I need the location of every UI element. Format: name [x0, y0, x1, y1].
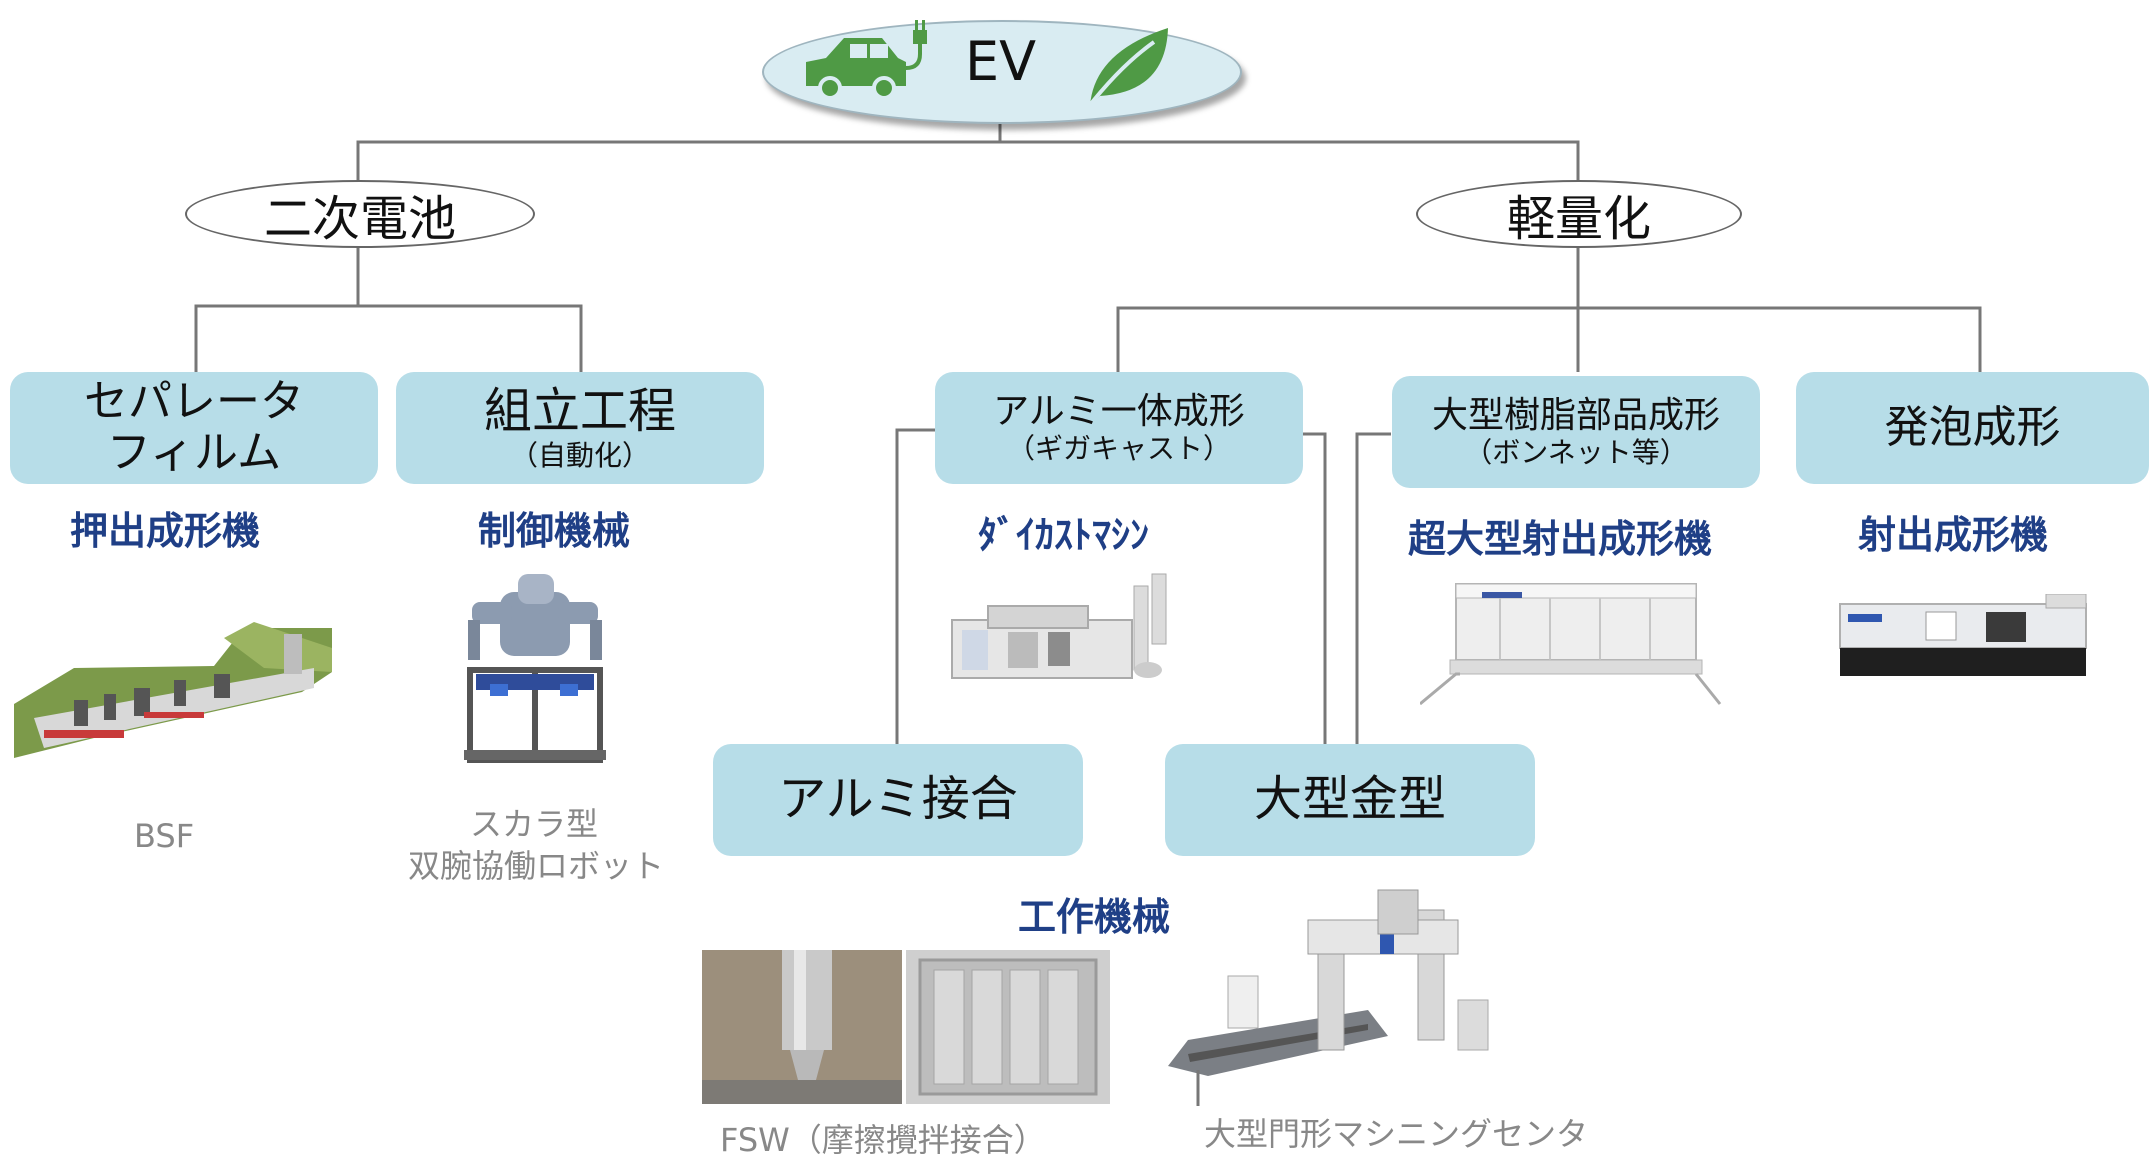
gantry-machining-center-image	[1168, 889, 1489, 1106]
branch-weight-reduction: 軽量化	[1416, 180, 1742, 248]
caption-scara-type: スカラ型	[470, 805, 599, 843]
box-alumi-joining-line1: アルミ接合	[778, 771, 1018, 828]
caption-gantry-machining-center: 大型門形マシニングセンタ	[1204, 1115, 1589, 1153]
box-assembly-line1: 組立工程	[483, 383, 676, 440]
bsf-extrusion-line-image	[14, 622, 332, 758]
box-resin-line1: 大型樹脂部品成形	[1431, 395, 1720, 437]
car-plug-icon	[806, 20, 927, 98]
caption-fsw: FSW（摩擦攪拌接合）	[720, 1121, 1046, 1159]
box-foam-molding: 発泡成形	[1796, 372, 2149, 484]
category-extrusion-machine: 押出成形機	[70, 509, 261, 553]
box-aluminum-joining: アルミ接合	[713, 744, 1083, 856]
box-alumi-casting-line2: （ギガキャスト）	[1006, 431, 1231, 465]
die-casting-machine-image	[951, 573, 1167, 679]
injection-molding-machine-image	[1839, 594, 2087, 676]
box-foam-line1: 発泡成形	[1884, 401, 2061, 453]
leaf-icon	[1084, 28, 1168, 110]
box-separator-line1: セパレータ	[84, 376, 304, 428]
category-injection-molding-machine: 射出成形機	[1858, 513, 2049, 557]
box-assembly-line2: （自動化）	[509, 438, 650, 472]
category-machine-tool: 工作機械	[1018, 895, 1171, 939]
box-separator-line2: フィルム	[106, 427, 282, 478]
box-aluminum-integral-casting: アルミ一体成形 （ギガキャスト）	[935, 372, 1303, 484]
category-control-machine: 制御機械	[478, 509, 631, 553]
scara-dual-arm-robot-image	[464, 574, 606, 763]
box-alumi-casting-line1: アルミ一体成形	[993, 391, 1245, 433]
ev-label: EV	[965, 30, 1037, 93]
category-die-casting-machine: ﾀﾞｲｶｽﾄﾏｼﾝ	[978, 513, 1150, 557]
box-large-mold: 大型金型	[1165, 744, 1535, 856]
super-large-injection-machine-image	[1420, 583, 1722, 706]
category-super-large-injection-machine: 超大型射出成形機	[1408, 517, 1713, 561]
fsw-tool-image	[702, 950, 902, 1104]
box-separator-film: セパレータ フィルム	[10, 372, 378, 484]
box-assembly-process: 組立工程 （自動化）	[396, 372, 764, 484]
box-large-resin-parts: 大型樹脂部品成形 （ボンネット等）	[1392, 376, 1760, 488]
caption-dual-arm-robot: 双腕協働ロボット	[408, 847, 665, 885]
box-resin-line2: （ボンネット等）	[1464, 435, 1688, 469]
fsw-joined-plate-image	[906, 950, 1110, 1104]
box-large-mold-line1: 大型金型	[1253, 771, 1446, 828]
branch-secondary-battery: 二次電池	[185, 180, 535, 248]
caption-bsf: BSF	[134, 817, 195, 855]
